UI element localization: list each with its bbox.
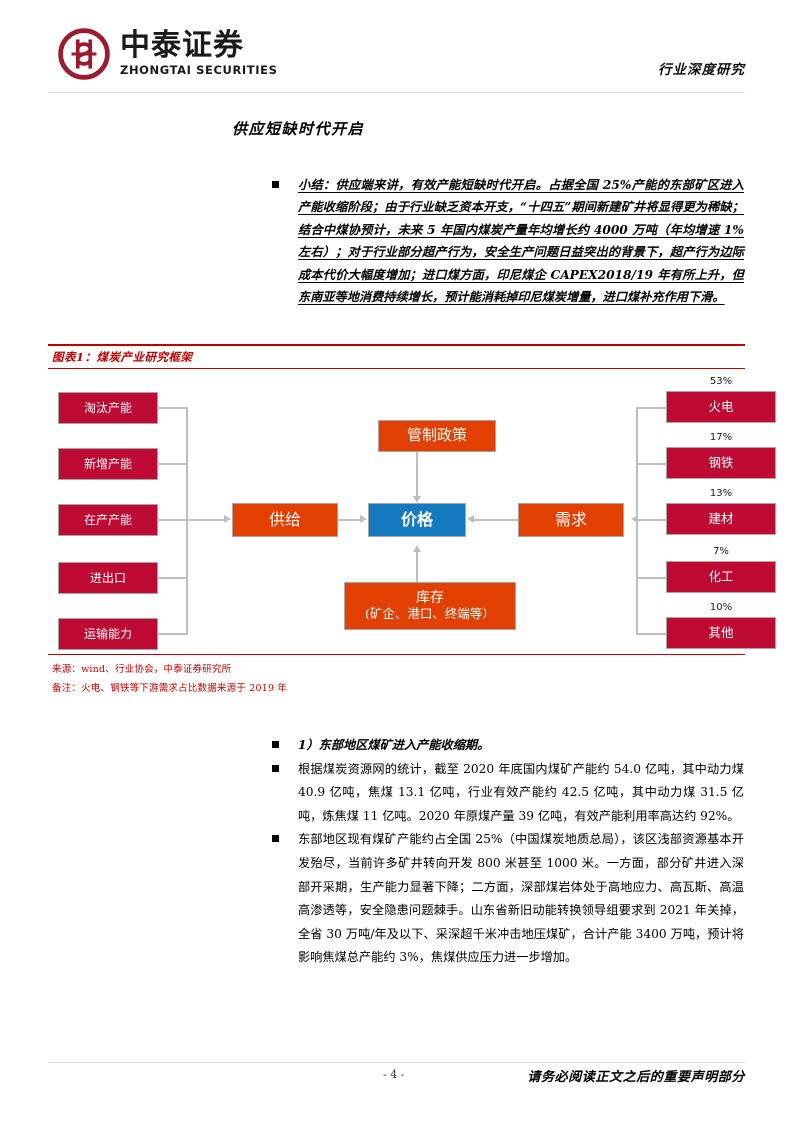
arrow-demand-to-price bbox=[467, 515, 474, 523]
body-bullet-row-1: 1）东部地区煤矿进入产能收缩期。 bbox=[272, 734, 744, 758]
sector-label-3: 化工 bbox=[708, 568, 734, 584]
connector-sector-4 bbox=[636, 633, 666, 635]
zhongtai-circle-logo-icon bbox=[58, 28, 110, 80]
page-number: - 4 - bbox=[383, 1068, 405, 1081]
header-report-type: 行业深度研究 bbox=[658, 62, 745, 78]
summary-text: 小结：供应端来讲，有效产能短缺时代开启。占据全国 25%产能的东部矿区进入产能收… bbox=[298, 178, 744, 305]
sector-pct-3: 7% bbox=[713, 546, 729, 557]
policy-node-label: 管制政策 bbox=[406, 426, 467, 445]
body-bullet-row-3: 东部地区现有煤矿产能约占全国 25%（中国煤炭地质总局），该区浅部资源基本开发殆… bbox=[272, 828, 744, 970]
supply-node-label: 供给 bbox=[268, 509, 301, 529]
policy-node-box: 管制政策 bbox=[378, 420, 496, 452]
sector-pct-2: 13% bbox=[709, 488, 733, 499]
supply-input-label-1: 新增产能 bbox=[83, 456, 132, 471]
supply-input-box-0: 淘汰产能 bbox=[58, 392, 158, 424]
bullet-square-icon bbox=[272, 764, 279, 772]
arrow-inventory-to-price bbox=[412, 545, 421, 552]
bullet-square-icon bbox=[272, 181, 279, 188]
body-paragraph-3: 东部地区现有煤矿产能约占全国 25%（中国煤炭地质总局），该区浅部资源基本开发殆… bbox=[298, 832, 744, 965]
supply-node-box: 供给 bbox=[232, 503, 338, 537]
connector-input-1 bbox=[158, 463, 188, 465]
sector-label-4: 其他 bbox=[708, 624, 734, 640]
figure-caption: 图表1：煤炭产业研究框架 bbox=[52, 350, 193, 364]
figure-title-bar: 图表1：煤炭产业研究框架 bbox=[48, 344, 745, 370]
footer-disclaimer: 请务必阅读正文之后的重要声明部分 bbox=[527, 1070, 745, 1085]
logo-english-name: ZHONGTAI SECURITIES bbox=[120, 63, 278, 78]
bullet-square-icon bbox=[272, 835, 279, 843]
sector-box-4: 其他 bbox=[666, 617, 776, 649]
supply-input-label-0: 淘汰产能 bbox=[83, 400, 132, 415]
body-paragraph-1: 1）东部地区煤矿进入产能收缩期。 bbox=[298, 738, 490, 752]
logo-chinese-name: 中泰证券 bbox=[120, 28, 244, 64]
figure-remark-note: 备注：火电、钢铁等下游需求占比数据来源于 2019 年 bbox=[52, 683, 288, 694]
summary-bullet-row: 小结：供应端来讲，有效产能短缺时代开启。占据全国 25%产能的东部矿区进入产能收… bbox=[272, 174, 744, 308]
arrow-bus-to-supply bbox=[224, 515, 231, 523]
connector-input-2 bbox=[158, 519, 188, 521]
company-logo: 中泰证券 ZHONGTAI SECURITIES bbox=[58, 28, 277, 80]
figure-source-note: 来源：wind、行业协会，中泰证券研究所 bbox=[52, 664, 232, 675]
sector-box-3: 化工 bbox=[666, 561, 776, 593]
connector-inventory-to-price bbox=[416, 552, 418, 582]
supply-input-label-4: 运输能力 bbox=[83, 626, 132, 641]
sector-label-1: 钢铁 bbox=[708, 454, 734, 470]
demand-node-box: 需求 bbox=[518, 503, 624, 537]
price-node-label: 价格 bbox=[400, 509, 433, 529]
sector-box-1: 钢铁 bbox=[666, 447, 776, 479]
bullet-square-icon bbox=[272, 741, 279, 748]
connector-sector-bus bbox=[636, 407, 638, 635]
body-bullet-row-2: 根据煤炭资源网的统计，截至 2020 年底国内煤矿产能约 54.0 亿吨，其中动… bbox=[272, 758, 744, 829]
connector-input-0 bbox=[158, 407, 188, 409]
header-divider bbox=[48, 92, 745, 93]
arrow-supply-to-price bbox=[360, 515, 367, 523]
supply-input-label-3: 进出口 bbox=[89, 570, 126, 585]
connector-sector-2 bbox=[636, 519, 666, 521]
supply-input-box-1: 新增产能 bbox=[58, 448, 158, 480]
supply-input-box-4: 运输能力 bbox=[58, 618, 158, 650]
sector-label-0: 火电 bbox=[708, 398, 734, 414]
inventory-node-box: 库存 (矿企、港口、终端等） bbox=[344, 582, 516, 630]
connector-sector-3 bbox=[636, 577, 666, 579]
supply-input-box-3: 进出口 bbox=[58, 562, 158, 594]
sector-label-2: 建材 bbox=[708, 510, 734, 526]
arrow-policy-to-price bbox=[412, 496, 421, 503]
coal-industry-framework-diagram: 淘汰产能 新增产能 在产产能 进出口 运输能力 供给 价格 管制政策 库存 (矿… bbox=[48, 372, 776, 652]
connector-sector-0 bbox=[636, 407, 666, 409]
page-title: 供应短缺时代开启 bbox=[232, 120, 365, 138]
demand-node-label: 需求 bbox=[554, 509, 587, 529]
figure-notes-divider bbox=[48, 654, 745, 656]
connector-sector-1 bbox=[636, 463, 666, 465]
body-block: 1）东部地区煤矿进入产能收缩期。 根据煤炭资源网的统计，截至 2020 年底国内… bbox=[272, 734, 744, 970]
connector-policy-to-price bbox=[416, 452, 418, 496]
sector-pct-1: 17% bbox=[709, 432, 733, 443]
supply-input-label-2: 在产产能 bbox=[83, 512, 132, 527]
connector-demand-to-price bbox=[474, 519, 518, 521]
connector-bus-to-supply bbox=[186, 519, 224, 521]
sector-box-0: 火电 bbox=[666, 391, 776, 423]
page-header: 中泰证券 ZHONGTAI SECURITIES 行业深度研究 bbox=[0, 0, 793, 96]
connector-input-3 bbox=[158, 577, 188, 579]
arrow-sectors-to-demand bbox=[631, 515, 638, 523]
figure-rule-bottom bbox=[48, 368, 745, 370]
sector-pct-4: 10% bbox=[709, 602, 733, 613]
body-paragraph-2: 根据煤炭资源网的统计，截至 2020 年底国内煤矿产能约 54.0 亿吨，其中动… bbox=[298, 761, 744, 823]
connector-input-4 bbox=[158, 633, 188, 635]
connector-input-bus bbox=[186, 407, 188, 635]
sector-box-2: 建材 bbox=[666, 503, 776, 535]
figure-rule-top bbox=[48, 344, 745, 346]
inventory-node-label-line1: 库存 bbox=[416, 590, 444, 607]
supply-input-box-2: 在产产能 bbox=[58, 504, 158, 536]
connector-supply-to-price bbox=[338, 519, 360, 521]
summary-block: 小结：供应端来讲，有效产能短缺时代开启。占据全国 25%产能的东部矿区进入产能收… bbox=[272, 174, 744, 308]
sector-pct-0: 53% bbox=[709, 376, 733, 387]
price-node-box: 价格 bbox=[368, 503, 466, 537]
inventory-node-label-line2: (矿企、港口、终端等） bbox=[365, 605, 495, 621]
footer-divider bbox=[48, 1062, 745, 1063]
